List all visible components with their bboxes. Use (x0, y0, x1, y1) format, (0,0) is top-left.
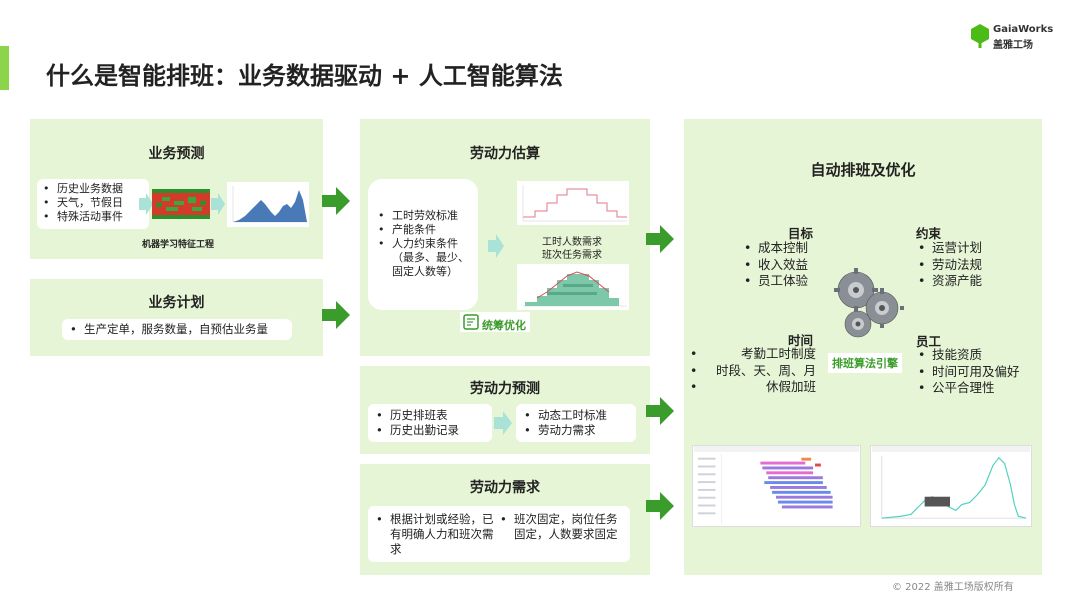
gears-icon (834, 268, 904, 338)
list-item: 收入效益 (742, 257, 808, 274)
list-item: 班次固定，岗位任务固定，人数要求固定 (498, 512, 622, 542)
list-item: 人力约束条件（最多、最少、固定人数等） (376, 237, 472, 279)
arrow-icon (211, 193, 225, 215)
list-item: 资源产能 (916, 273, 982, 290)
labor-forecast-right-box: 动态工时标准 劳动力需求 (516, 404, 636, 442)
logo-icon (971, 24, 989, 48)
list-item: 历史排班表 (374, 408, 486, 423)
list-item: 劳动力需求 (522, 423, 630, 438)
optimize-label: 统筹优化 (482, 319, 526, 332)
demand-line-chart (517, 181, 629, 225)
labor-forecast-title: 劳动力预测 (470, 381, 540, 397)
labor-demand-panel: 劳动力需求 根据计划或经验，已有明确人力和班次需求 班次固定，岗位任务固定，人数… (360, 464, 650, 575)
arrow-icon (488, 234, 504, 258)
plan-panel: 业务计划 生产定单，服务数量，自预估业务量 (30, 279, 323, 356)
heatmap-image (152, 189, 210, 219)
list-item: 动态工时标准 (522, 408, 630, 423)
list-item: 时段、天、周、月 (688, 363, 816, 380)
list-item: 工时劳效标准 (376, 209, 472, 223)
list-item: 特殊活动事件 (41, 210, 145, 224)
plan-title: 业务计划 (148, 295, 205, 311)
list-item: 成本控制 (742, 240, 808, 257)
arrow-icon (646, 397, 674, 425)
list-item: 考勤工时制度 (688, 346, 816, 363)
auto-panel: 自动排班及优化 目标 成本控制 收入效益 员工体验 约束 运营计划 劳动法规 资… (684, 119, 1042, 575)
time-list: 考勤工时制度 时段、天、周、月 休假加班 (688, 346, 816, 396)
list-item: 历史出勤记录 (374, 423, 486, 438)
logo: GaiaWorks 盖雅工场 (970, 24, 1054, 51)
constraint-title: 约束 (916, 226, 942, 241)
arrow-icon (139, 193, 153, 215)
labor-demand-title: 劳动力需求 (470, 480, 540, 496)
list-item: 技能资质 (916, 347, 1020, 364)
arrow-icon (322, 187, 350, 215)
engine-label: 排班算法引擎 (828, 353, 902, 373)
arrow-icon (646, 225, 674, 253)
list-item: 劳动法规 (916, 257, 982, 274)
logo-name: GaiaWorks (993, 24, 1054, 35)
page-title: 什么是智能排班：业务数据驱动 + 人工智能算法 (46, 62, 563, 90)
auto-title: 自动排班及优化 (810, 161, 916, 179)
chart-caption-2: 班次任务需求 (542, 250, 602, 261)
forecast-items-box: 历史业务数据 天气，节假日 特殊活动事件 (37, 179, 149, 229)
list-item: 时间可用及偏好 (916, 364, 1020, 381)
goal-list: 成本控制 收入效益 员工体验 (742, 240, 808, 290)
list-item: 产能条件 (376, 223, 472, 237)
demand-curve-screenshot (870, 445, 1032, 527)
arrow-icon (322, 301, 350, 329)
staff-list: 技能资质 时间可用及偏好 公平合理性 (916, 347, 1020, 397)
labor-demand-box: 根据计划或经验，已有明确人力和班次需求 班次固定，岗位任务固定，人数要求固定 (368, 506, 630, 562)
optimize-icon (463, 314, 479, 330)
gantt-screenshot (692, 445, 861, 527)
labor-forecast-left-box: 历史排班表 历史出勤记录 (368, 404, 492, 442)
arrow-icon (494, 411, 512, 435)
plan-item-box: 生产定单，服务数量，自预估业务量 (62, 319, 292, 340)
list-item: 员工体验 (742, 273, 808, 290)
staff-title: 员工 (916, 334, 942, 349)
arrow-icon (646, 492, 674, 520)
area-chart-image (227, 182, 309, 227)
goal-title: 目标 (788, 226, 814, 241)
estimate-items-box: 工时劳效标准 产能条件 人力约束条件（最多、最少、固定人数等） (368, 179, 478, 310)
logo-sub: 盖雅工场 (993, 40, 1033, 51)
list-item: 天气，节假日 (41, 196, 145, 210)
optimize-badge: 统筹优化 (460, 312, 530, 332)
forecast-title: 业务预测 (148, 146, 205, 162)
forecast-caption: 机器学习特征工程 (142, 240, 215, 250)
chart-caption-1: 工时人数需求 (542, 237, 602, 248)
time-title: 时间 (788, 333, 814, 348)
list-item: 公平合理性 (916, 380, 1020, 397)
list-item: 生产定单，服务数量，自预估业务量 (68, 322, 286, 337)
list-item: 根据计划或经验，已有明确人力和班次需求 (374, 512, 494, 557)
shift-chart (517, 264, 629, 310)
list-item: 运营计划 (916, 240, 982, 257)
accent-bar (0, 46, 9, 90)
labor-forecast-panel: 劳动力预测 历史排班表 历史出勤记录 动态工时标准 劳动力需求 (360, 366, 650, 454)
list-item: 历史业务数据 (41, 182, 145, 196)
estimate-panel: 劳动力估算 工时劳效标准 产能条件 人力约束条件（最多、最少、固定人数等） 工时… (360, 119, 650, 356)
list-item: 休假加班 (688, 379, 816, 396)
estimate-title: 劳动力估算 (470, 146, 540, 162)
forecast-panel: 业务预测 历史业务数据 天气，节假日 特殊活动事件 机器学习特征工程 (30, 119, 323, 259)
copyright: © 2022 盖雅工场版权所有 (892, 582, 1014, 593)
constraint-list: 运营计划 劳动法规 资源产能 (916, 240, 982, 290)
